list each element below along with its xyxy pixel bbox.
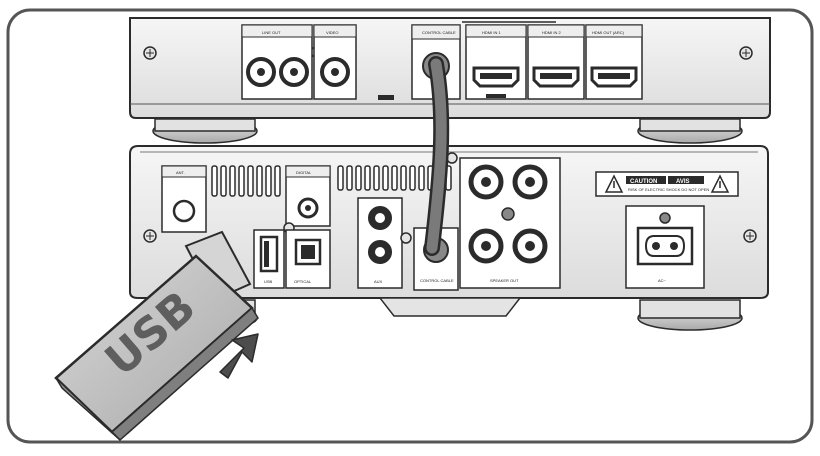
top-unit-foot (637, 118, 743, 144)
screw-icon (743, 229, 757, 243)
top-unit: LINE OUT VIDEO CONTROL CABLE HDMI IN 1 (129, 17, 771, 144)
screw-icon (400, 232, 412, 244)
caution-label: CAUTION AVIS RISK OF ELECTRIC SHOCK DO N… (595, 171, 739, 197)
line-out-label: LINE OUT (262, 30, 281, 35)
ac-inlet-panel: AC~ (625, 205, 705, 289)
optical-panel: OPTICAL (285, 229, 331, 289)
warning-triangle-icon (710, 174, 730, 193)
optical-label: OPTICAL (294, 279, 312, 284)
hdmi1-label: HDMI IN 1 (482, 30, 501, 35)
caution-title: CAUTION (630, 179, 657, 185)
avis-title: AVIS (676, 179, 690, 185)
aux-label: AUX (374, 279, 383, 284)
bottom-unit-base-lip (378, 297, 522, 317)
hdmi-in-1-panel: HDMI IN 1 (465, 24, 527, 100)
caution-text: RISK OF ELECTRIC SHOCK DO NOT OPEN (628, 187, 709, 192)
control-cable (424, 56, 450, 256)
rca-jack-icon (368, 240, 392, 264)
rca-jack-icon (279, 57, 309, 87)
usb-stick[interactable]: USB (54, 230, 259, 442)
hdmi-out-label: HDMI OUT (ARC) (592, 30, 625, 35)
hdmi-port-icon (590, 66, 638, 88)
antenna-jack-icon (172, 199, 196, 223)
top-unit-foot (152, 118, 258, 144)
screw-icon (501, 207, 515, 221)
ant-label: ANT. (176, 170, 185, 175)
line-out-panel: LINE OUT (241, 24, 313, 100)
power-socket-icon (636, 226, 694, 266)
hdmi-port-icon (532, 66, 580, 88)
speaker-terminal-icon (512, 228, 548, 264)
speaker-terminal-icon (512, 164, 548, 200)
ac-in-label: AC~ (658, 278, 667, 283)
ir-in-label: CONTROL CABLE (422, 30, 456, 35)
hdmi-out-panel: HDMI OUT (ARC) (585, 24, 643, 100)
speaker-out-label: SPEAKER OUT (490, 278, 519, 283)
control-cable-label: CONTROL CABLE (420, 278, 454, 283)
rca-jack-icon (246, 57, 276, 87)
video-panel: VIDEO (313, 24, 357, 100)
screw-icon (143, 46, 157, 60)
usb-port-label: USB (264, 279, 273, 284)
speaker-terminal-icon (468, 164, 504, 200)
warning-triangle-icon (604, 174, 624, 193)
screw-icon (739, 46, 753, 60)
hdmi-in-2-panel: HDMI IN 2 (527, 24, 585, 100)
indicator-slot (378, 95, 394, 100)
video-label: VIDEO (326, 30, 338, 35)
bottom-unit: ANT. (129, 145, 769, 331)
hdmi2-label: HDMI IN 2 (542, 30, 561, 35)
screw-icon (659, 212, 671, 224)
usb-port-panel: USB (253, 229, 285, 289)
bottom-unit-foot (637, 299, 743, 331)
vent-slots (211, 165, 281, 197)
antenna-panel: ANT. (161, 165, 207, 233)
insert-arrow-icon (219, 333, 259, 379)
speaker-terminal-icon (468, 228, 504, 264)
digital-coax-panel: DIGITAL (285, 165, 331, 227)
aux-panel: AUX (357, 197, 403, 289)
screw-icon (143, 229, 157, 243)
rca-jack-icon (368, 206, 392, 230)
coax-jack-icon (297, 197, 319, 219)
hdmi-port-icon (472, 66, 520, 88)
rca-jack-icon (320, 57, 350, 87)
speaker-out-panel: SPEAKER OUT (459, 157, 561, 289)
digital-label: DIGITAL (296, 170, 312, 175)
